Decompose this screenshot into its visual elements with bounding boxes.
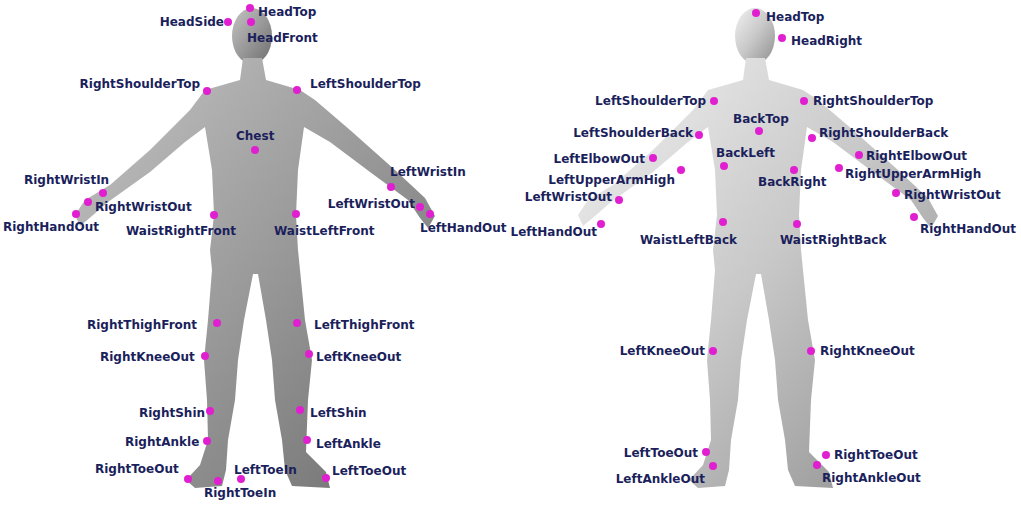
marker-label: RightHandOut (3, 219, 99, 235)
marker-label: RightToeOut (95, 461, 179, 477)
marker-label: LeftElbowOut (554, 151, 645, 167)
marker-label: LeftShin (310, 405, 367, 421)
marker-label: LeftWristIn (390, 164, 466, 180)
marker-label: RightShoulderTop (813, 93, 933, 109)
marker-label: WaistRightBack (780, 232, 886, 248)
marker-label: HeadFront (247, 30, 318, 46)
marker-label: BackLeft (716, 145, 775, 161)
marker-label: LeftWristOut (525, 189, 612, 205)
marker-label: WaistLeftFront (274, 223, 375, 239)
marker-label: LeftToeOut (332, 463, 406, 479)
marker-label: RightKneeOut (820, 343, 915, 359)
marker-label: LeftUpperArmHigh (548, 172, 675, 188)
marker-label: RightWristOut (904, 187, 1001, 203)
marker-label: HeadTop (258, 4, 316, 20)
marker-label: LeftKneeOut (316, 349, 401, 365)
marker-label: LeftToeOut (624, 445, 698, 461)
marker-label: RightWristIn (24, 172, 109, 188)
marker-label: HeadTop (766, 9, 824, 25)
marker-label: LeftHandOut (511, 224, 598, 240)
marker-label: Chest (236, 128, 274, 144)
marker-label: LeftShoulderTop (595, 93, 706, 109)
front-figure (75, 8, 435, 488)
marker-label: LeftKneeOut (620, 343, 705, 359)
marker-label: LeftShoulderTop (310, 76, 421, 92)
marker-label: WaistRightFront (126, 223, 236, 239)
marker-label: RightThighFront (87, 317, 197, 333)
marker-label: LeftAnkleOut (616, 471, 705, 487)
marker-label: RightKneeOut (100, 349, 195, 365)
marker-label: RightToeIn (204, 485, 276, 501)
marker-label: LeftThighFront (314, 317, 415, 333)
marker-label: RightShoulderBack (819, 125, 948, 141)
marker-label: HeadSide (160, 14, 224, 30)
marker-label: RightElbowOut (866, 148, 967, 164)
marker-dots (72, 4, 918, 485)
marker-label: LeftShoulderBack (573, 125, 693, 141)
marker-label: RightShoulderTop (80, 76, 200, 92)
marker-label: RightHandOut (920, 221, 1016, 237)
marker-label: LeftToeIn (234, 462, 297, 478)
marker-label: LeftHandOut (420, 220, 507, 236)
back-figure (578, 8, 938, 488)
marker-label: RightAnkle (125, 434, 199, 450)
marker-label: BackTop (733, 111, 789, 127)
marker-label: BackRight (758, 174, 827, 190)
marker-label: RightWristOut (95, 199, 192, 215)
marker-label: LeftWristOut (328, 196, 415, 212)
marker-label: WaistLeftBack (640, 232, 737, 248)
marker-label: RightToeOut (834, 447, 918, 463)
marker-label: HeadRight (791, 33, 862, 49)
marker-label: LeftAnkle (316, 436, 381, 452)
marker-label: RightAnkleOut (822, 470, 921, 486)
marker-label: RightUpperArmHigh (845, 166, 981, 182)
marker-label: RightShin (139, 405, 205, 421)
